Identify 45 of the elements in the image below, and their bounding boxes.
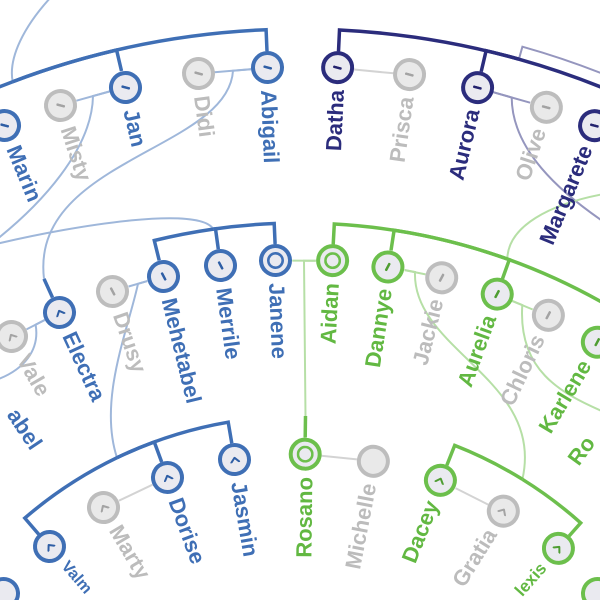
bracket-line	[213, 222, 277, 244]
person-name: Didi	[190, 94, 218, 139]
person-name: Jackie	[409, 296, 447, 368]
spouse-line	[118, 484, 153, 502]
spouse-line	[492, 91, 530, 104]
descent-line	[512, 300, 600, 413]
spouse-line	[26, 319, 46, 330]
person-name: Drusy	[110, 308, 151, 375]
person-name: Prisca	[386, 96, 418, 164]
person-name: Ro	[564, 432, 599, 469]
bracket-line	[12, 28, 269, 84]
person-name: Merrile	[212, 286, 244, 361]
bracket-line	[42, 277, 54, 298]
person-name: Janene	[266, 282, 291, 360]
bracket-line	[23, 456, 118, 536]
spouse-line	[128, 280, 148, 288]
person-name: Misty	[57, 123, 96, 184]
descent-line	[506, 193, 600, 260]
person-name: Aurora	[444, 107, 483, 182]
person-name: Aidan	[316, 282, 342, 345]
bracket-line	[445, 444, 524, 481]
person-name: Vale	[14, 350, 55, 400]
spouse-line	[512, 300, 534, 310]
spouse-line	[404, 269, 426, 276]
spouse-line	[292, 260, 316, 262]
descent-line	[404, 269, 526, 480]
person-name: Jan	[120, 106, 150, 148]
bracket-line	[521, 478, 582, 538]
bracket-line	[303, 414, 308, 438]
bracket-line	[116, 420, 234, 460]
person-name: Dorise	[164, 494, 210, 567]
bracket-line	[480, 48, 520, 72]
person-name: Michelle	[342, 481, 380, 570]
descent-line	[0, 217, 214, 245]
person-name: Dannye	[362, 287, 396, 370]
spouse-line	[321, 454, 357, 460]
person-name: Rosano	[292, 476, 316, 558]
bracket-line	[152, 227, 214, 261]
spouse-line	[76, 90, 110, 102]
person-name: Jasmin	[228, 480, 262, 558]
spouse-line	[455, 487, 489, 506]
person-name: Abigail	[258, 90, 283, 164]
person-name: Datha	[322, 90, 348, 152]
bracket-line	[389, 228, 508, 261]
person-name: Marin	[3, 142, 46, 205]
